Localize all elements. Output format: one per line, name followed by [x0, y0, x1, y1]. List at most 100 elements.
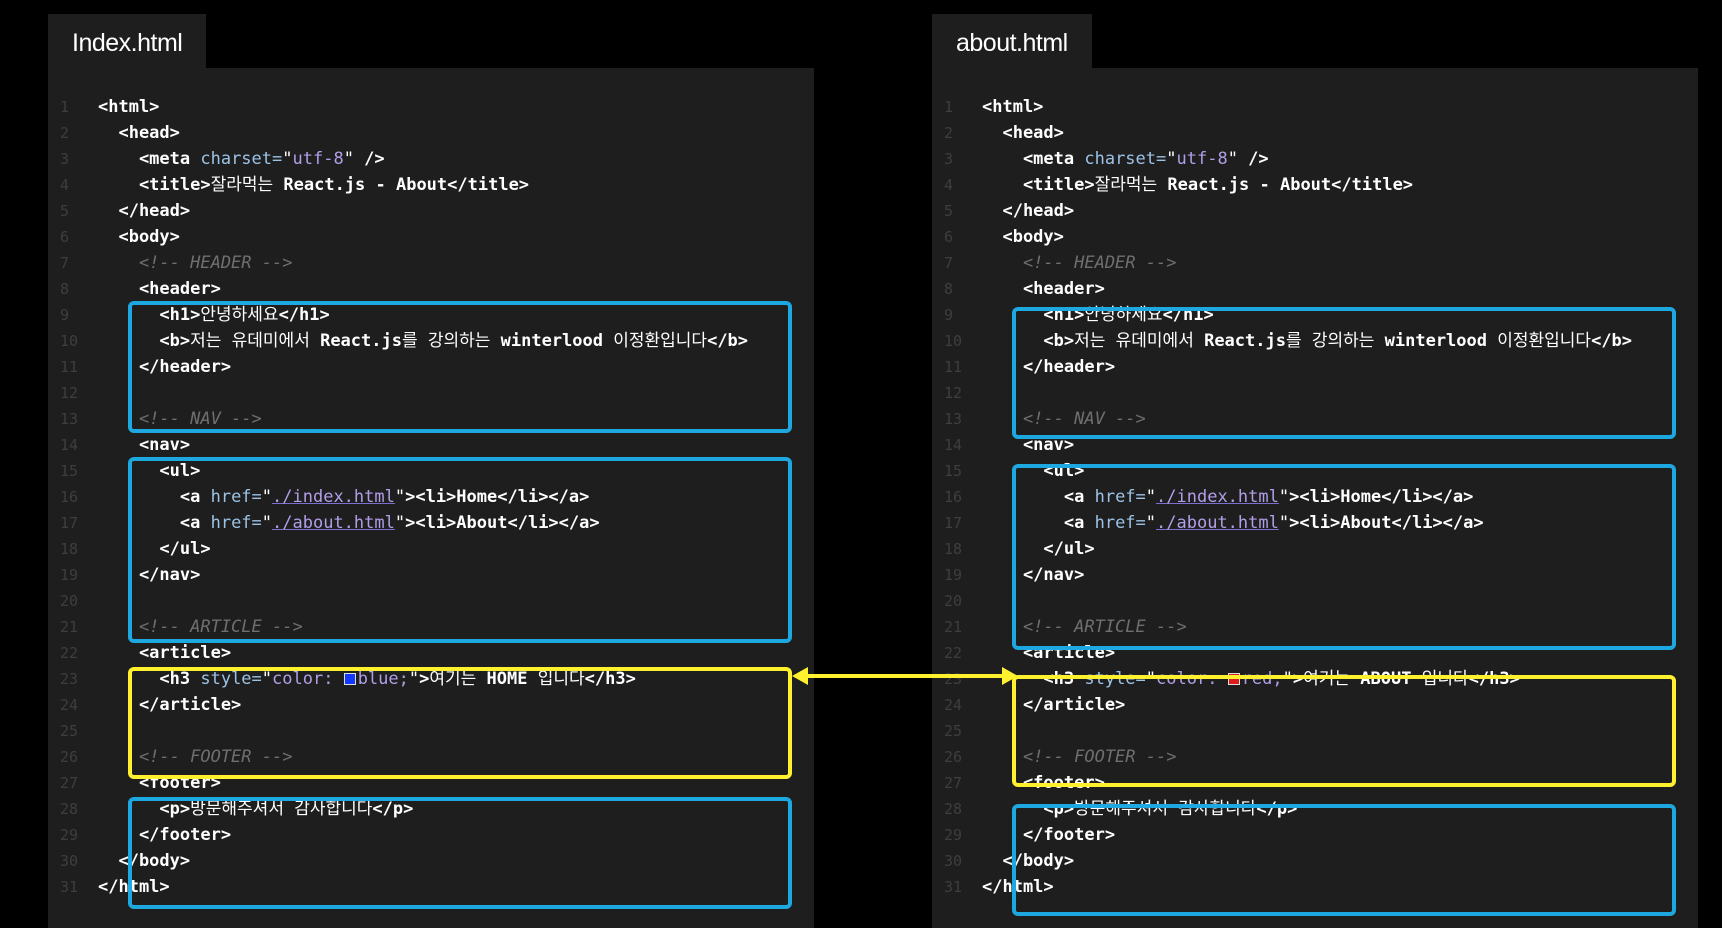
code-line: 6 <body>: [48, 224, 814, 250]
code-line: 9 <h1>안녕하세요</h1>: [48, 302, 814, 328]
code-text: <a href="./index.html"><li>Home</li></a>: [982, 484, 1474, 510]
line-number: 19: [60, 566, 79, 584]
code-line: 15 <ul>: [48, 458, 814, 484]
code-text: </body>: [98, 848, 190, 874]
line-number: 8: [944, 280, 954, 298]
code-token: <p>: [98, 799, 191, 819]
code-token: <html>: [98, 97, 160, 117]
code-token: utf-8: [1176, 149, 1228, 169]
code-token: <meta: [98, 149, 201, 169]
code-text: <head>: [98, 120, 180, 146]
line-number: 27: [944, 774, 963, 792]
code-line: 19 </nav>: [48, 562, 814, 588]
line-number: 18: [60, 540, 79, 558]
line-number: 11: [60, 358, 79, 376]
href-link[interactable]: ./about.html: [272, 513, 395, 533]
line-number: 9: [60, 306, 70, 324]
code-text: <h3 style="color: blue;">여기는 HOME 입니다</h…: [98, 666, 635, 692]
line-number: 29: [60, 826, 79, 844]
code-token: style=: [1084, 669, 1146, 689]
code-line: 31 </html>: [48, 874, 814, 900]
tab-index-html[interactable]: Index.html: [48, 14, 207, 68]
line-number: 10: [60, 332, 79, 350]
code-token: </footer>: [98, 825, 232, 845]
code-token: blue;: [357, 669, 409, 689]
code-line: 21 <!-- ARTICLE -->: [48, 614, 814, 640]
code-text: <!-- ARTICLE -->: [98, 614, 303, 640]
code-line: 24 </article>: [48, 692, 814, 718]
code-token: ": [394, 513, 406, 533]
href-link[interactable]: ./about.html: [1156, 513, 1279, 533]
code-token: ": [1278, 513, 1290, 533]
code-text: <nav>: [98, 432, 190, 458]
line-number: 8: [60, 280, 70, 298]
href-link[interactable]: ./index.html: [1156, 487, 1279, 507]
code-token: ": [394, 487, 406, 507]
code-token: winterlood: [1384, 331, 1487, 351]
code-line: 28 <p>방문해주셔서 감사합니다</p>: [48, 796, 814, 822]
code-text: <title>잘라먹는 React.js - About</title>: [98, 172, 529, 198]
code-token: </h3>: [1468, 669, 1520, 689]
code-text: </footer>: [98, 822, 231, 848]
code-token: <meta: [982, 149, 1085, 169]
code-token: ": [1282, 669, 1293, 689]
line-number: 3: [60, 150, 70, 168]
tab-about-html[interactable]: about.html: [932, 14, 1092, 68]
code-text: </head>: [982, 198, 1074, 224]
code-text: </nav>: [98, 562, 200, 588]
code-text: <meta charset="utf-8" />: [98, 146, 385, 172]
line-number: 14: [60, 436, 79, 454]
code-token: ABOUT: [1360, 669, 1412, 689]
blue-color-swatch-icon[interactable]: [343, 673, 356, 685]
line-number: 11: [944, 358, 963, 376]
code-token: <a: [98, 487, 211, 507]
code-line: 26 <!-- FOOTER -->: [48, 744, 814, 770]
code-token: 저는 유데미에서: [1074, 331, 1205, 351]
code-line: 17 <a href="./about.html"><li>About</li>…: [48, 510, 814, 536]
line-number: 17: [60, 514, 79, 532]
code-text: <head>: [982, 120, 1063, 146]
code-token: </html>: [982, 877, 1054, 897]
code-text: <!-- FOOTER -->: [98, 744, 293, 770]
line-number: 2: [944, 124, 954, 142]
code-token: href=: [1094, 513, 1146, 533]
code-line: 16 <a href="./index.html"><li>Home</li><…: [48, 484, 814, 510]
code-line: 21 <!-- ARTICLE -->: [932, 614, 1698, 640]
code-line: 30 </body>: [932, 848, 1698, 874]
code-text: <ul>: [98, 458, 200, 484]
code-token: <head>: [98, 123, 180, 143]
code-text: <html>: [982, 94, 1043, 120]
code-text: <p>방문해주셔서 감사합니다</p>: [98, 796, 413, 822]
code-text: </header>: [982, 354, 1115, 380]
code-text: <nav>: [982, 432, 1074, 458]
line-number: 5: [60, 202, 70, 220]
href-link[interactable]: ./index.html: [272, 487, 395, 507]
code-token: ": [261, 513, 273, 533]
code-line: 1<html>: [48, 94, 814, 120]
code-token: </title>: [1331, 175, 1414, 195]
line-number: 31: [60, 878, 79, 896]
code-text: </html>: [98, 874, 170, 900]
code-line: 5 </head>: [932, 198, 1698, 224]
code-token: </h1>: [278, 305, 330, 325]
code-line: 25: [48, 718, 814, 744]
code-token: charset=: [1084, 149, 1167, 169]
code-token: <h1>: [98, 305, 201, 325]
code-token: HOME: [486, 669, 528, 689]
code-line: 4 <title>잘라먹는 React.js - About</title>: [48, 172, 814, 198]
code-line: 5 </head>: [48, 198, 814, 224]
line-number: 31: [944, 878, 963, 896]
code-token: ><li>: [1289, 513, 1341, 533]
code-editor[interactable]: 1<html>2 <head>3 <meta charset="utf-8" /…: [932, 68, 1698, 928]
line-number: 16: [60, 488, 79, 506]
code-line: 12: [48, 380, 814, 406]
code-token: <nav>: [98, 435, 191, 455]
code-line: 7 <!-- HEADER -->: [932, 250, 1698, 276]
line-number: 5: [944, 202, 954, 220]
line-number: 6: [944, 228, 954, 246]
code-line: 2 <head>: [48, 120, 814, 146]
code-line: 8 <header>: [48, 276, 814, 302]
code-line: 3 <meta charset="utf-8" />: [48, 146, 814, 172]
code-token: <b>: [98, 331, 191, 351]
code-text: </article>: [98, 692, 241, 718]
